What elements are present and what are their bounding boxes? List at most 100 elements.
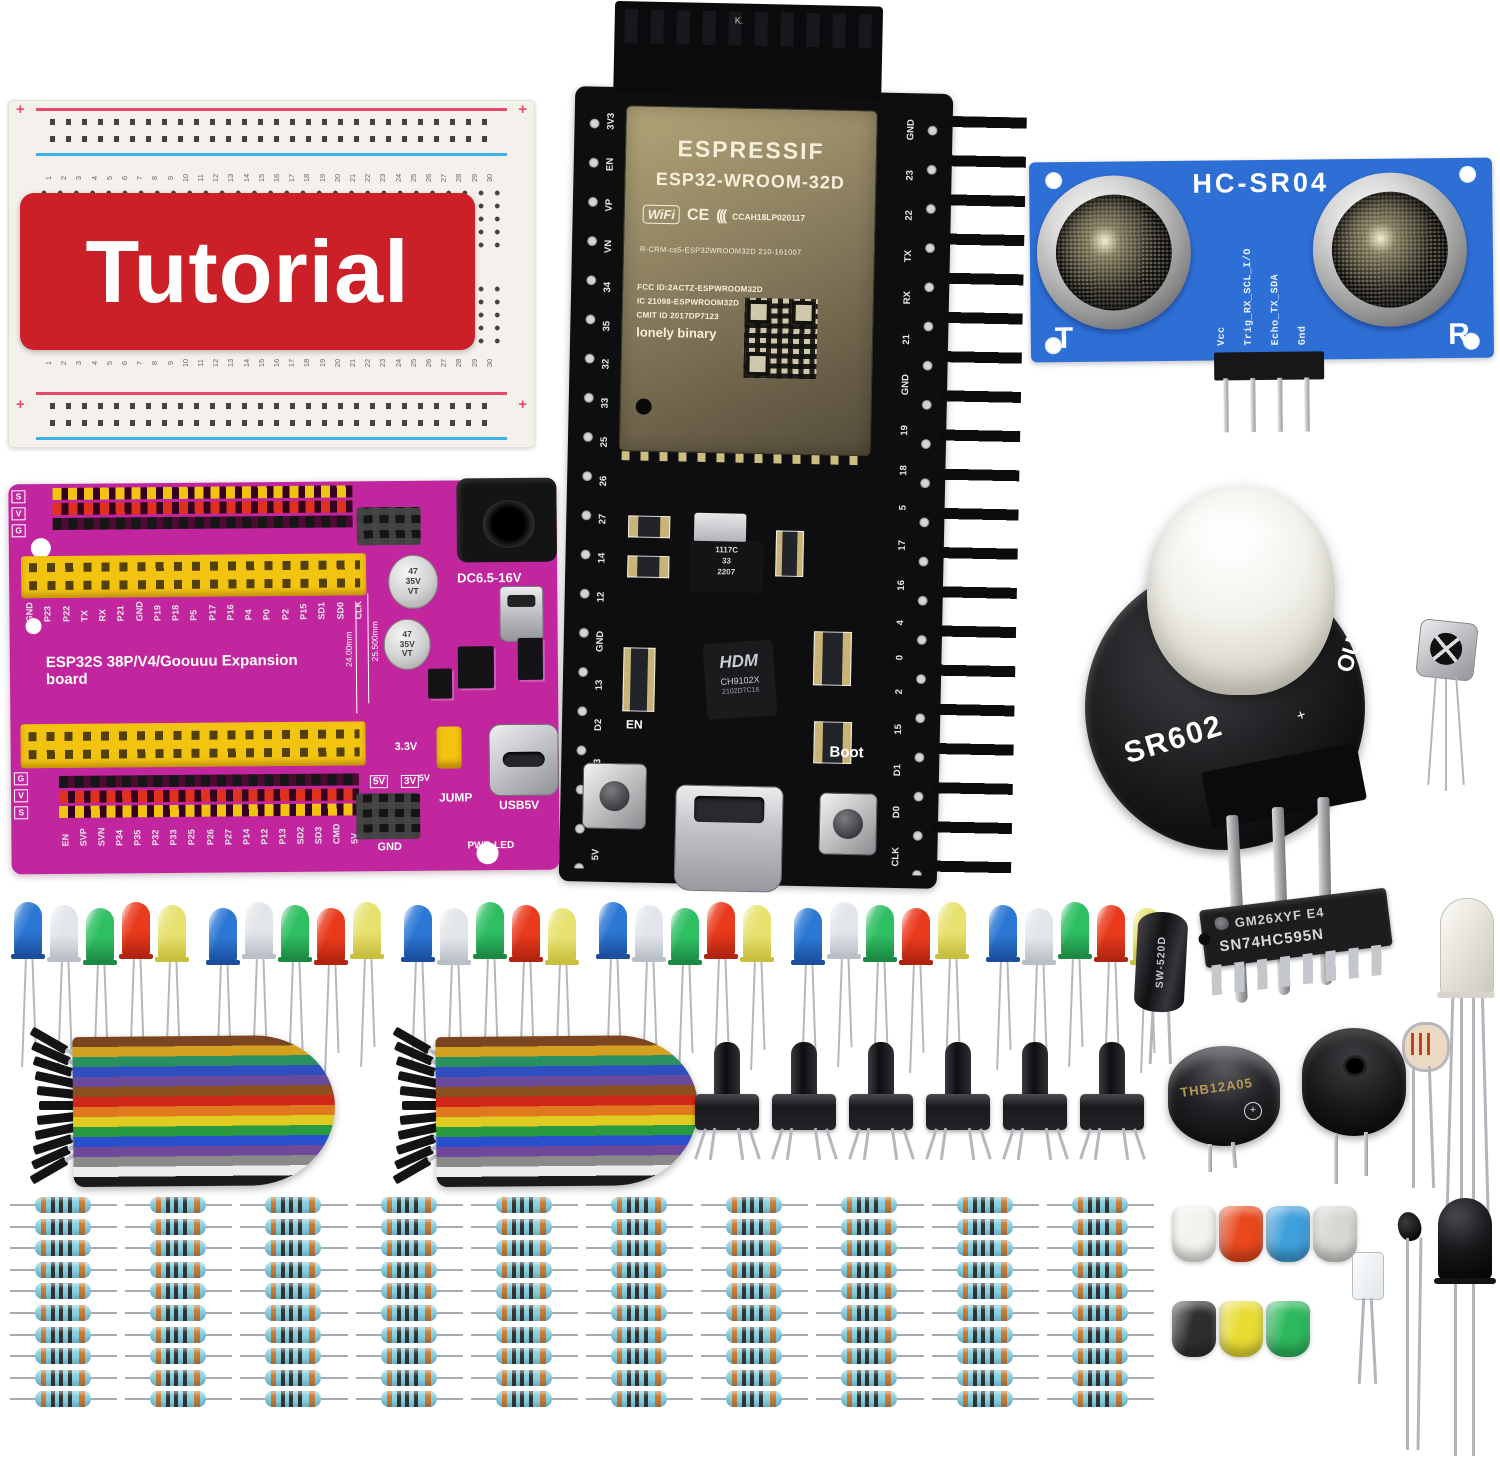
resistor	[125, 1369, 240, 1388]
expansion-pin-label: P2	[280, 608, 291, 621]
resistor-body	[726, 1261, 783, 1278]
led-flange	[668, 960, 702, 965]
female-header-top	[20, 553, 367, 599]
led-clear	[47, 905, 81, 1100]
ir-receiver-led	[1434, 1198, 1500, 1462]
esp32-pin-label: 27	[597, 514, 609, 525]
led-red	[1094, 905, 1128, 1100]
resistor	[470, 1390, 586, 1409]
resistor-body	[265, 1391, 322, 1408]
resistor-body	[150, 1369, 207, 1386]
resistor-body	[35, 1304, 91, 1321]
resistor-body	[1071, 1218, 1128, 1235]
resistor-body	[956, 1326, 1013, 1343]
resistor	[470, 1261, 586, 1280]
esp32-pin-label: TX	[903, 249, 915, 263]
led-head	[866, 905, 894, 959]
expansion-pin-label: SD3	[313, 826, 324, 845]
resistor	[701, 1282, 816, 1301]
breadboard-column-number: 7	[135, 175, 145, 181]
jumper-wire-bundle	[25, 1026, 355, 1200]
en-button	[581, 762, 648, 830]
led-yellow	[350, 902, 384, 1097]
esp32-devkit-board: K. ESPRESSIF ESP32-WROOM-32D WiFi CE (((…	[558, 0, 1027, 893]
led-head	[1025, 908, 1053, 962]
led-clear	[242, 902, 276, 1097]
resistor-body	[495, 1391, 552, 1408]
led-head	[440, 908, 468, 962]
5v-small-label: 5V	[418, 772, 430, 783]
resistor-body	[841, 1261, 898, 1278]
push-button	[848, 1042, 915, 1187]
resistor-body	[956, 1283, 1013, 1300]
led-clear	[437, 908, 471, 1103]
breadboard-column-number: 10	[180, 358, 190, 368]
resistor	[1046, 1390, 1162, 1409]
resistor-body	[841, 1283, 898, 1300]
resistor-body	[35, 1391, 91, 1408]
resistor-body	[610, 1261, 667, 1278]
ic-notch	[1197, 932, 1212, 946]
resistor	[355, 1239, 471, 1258]
resistor	[240, 1239, 355, 1258]
esp32-pin-label: 13	[593, 679, 606, 691]
led-head	[122, 902, 150, 956]
expansion-pin-label: P19	[152, 605, 163, 622]
flat-ir-emitter	[1352, 1252, 1396, 1387]
wifi-logo: WiFi	[642, 204, 681, 225]
hc-sr04-pin	[1250, 378, 1256, 433]
breadboard-column-number: 19	[317, 173, 327, 183]
usb-uart-chip: HDM CH9102X 2102D7C16	[702, 639, 778, 720]
resistor	[701, 1239, 816, 1258]
push-button	[1079, 1042, 1146, 1187]
buzzer-sound-hole	[1346, 1058, 1364, 1074]
resistor	[125, 1326, 240, 1345]
breadboard-column-number: 6	[120, 360, 130, 366]
breadboard-column-number: 27	[439, 358, 449, 368]
expansion-pin-label: P5	[188, 609, 199, 621]
expansion-pin-label: P35	[132, 829, 143, 846]
resistor	[240, 1347, 355, 1366]
resistor	[125, 1347, 240, 1366]
breadboard-column-number: 17	[287, 173, 297, 183]
resistor-body	[1071, 1369, 1128, 1386]
dimension-label: 24.00mm	[343, 631, 354, 667]
resistor	[10, 1282, 125, 1301]
resistor	[816, 1218, 931, 1237]
led-flange	[314, 960, 348, 965]
resistor-body	[726, 1197, 783, 1213]
resistor-body	[265, 1304, 322, 1321]
resistor	[125, 1390, 240, 1409]
resistor-body	[380, 1369, 437, 1386]
led-flange	[740, 957, 774, 962]
breadboard-column-number: 3	[74, 360, 84, 366]
resistor-body	[610, 1304, 667, 1321]
ir-receiver-module	[1415, 615, 1500, 805]
hc-sr04-pin	[1304, 377, 1310, 432]
smd-transistor	[427, 668, 453, 699]
esp32-pin-label: 5V	[590, 848, 602, 861]
resistor-body	[380, 1261, 437, 1278]
resistor-body	[495, 1261, 552, 1278]
plus-sign: +	[16, 396, 25, 413]
expansion-side-label: S	[11, 490, 26, 504]
3v-select-label: 3V	[400, 774, 420, 788]
hc-sr04-pin	[1223, 378, 1229, 433]
breadboard-column-number: 29	[469, 358, 479, 368]
voltage-regulator-tab	[693, 512, 747, 544]
resistor-body	[841, 1197, 898, 1213]
resistor	[816, 1390, 931, 1409]
resistor	[585, 1369, 701, 1388]
led-blue	[401, 905, 435, 1100]
expansion-pin-label: P26	[204, 829, 215, 846]
resistor-body	[35, 1283, 91, 1300]
button-body	[849, 1094, 913, 1130]
led-head	[512, 905, 540, 959]
breadboard-column-number: 3	[74, 175, 84, 181]
breadboard-column-number: 4	[89, 175, 99, 181]
esp32-pin-label: RX	[902, 291, 914, 305]
resistor	[816, 1326, 931, 1345]
resistor-body	[1071, 1283, 1128, 1300]
resistor-body	[380, 1326, 437, 1343]
resistor-body	[150, 1240, 207, 1257]
